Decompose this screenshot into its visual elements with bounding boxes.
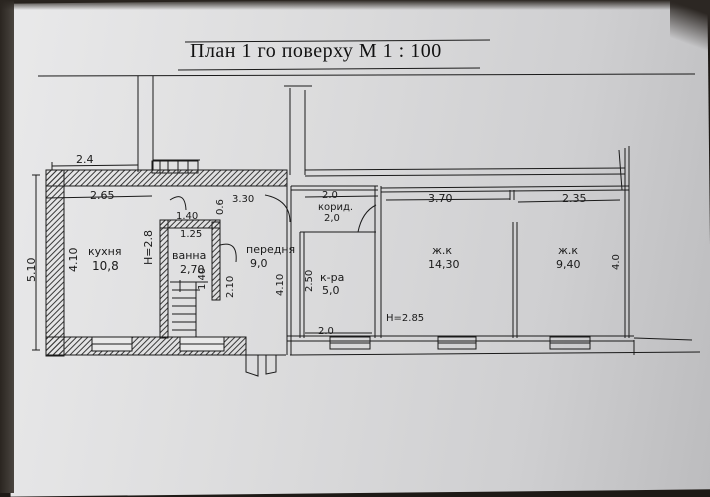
dim-2-10: 2.10 [225, 275, 236, 298]
room-kitchen-area: 10,8 [92, 259, 119, 273]
dim-1-40-v: 1.40 [197, 267, 208, 290]
room-bath-area: 2,70 [180, 263, 205, 276]
dim-5-10: 5.10 [25, 257, 38, 283]
room-living1-area: 14,30 [428, 258, 460, 271]
room-kitchen-name: кухня [88, 245, 122, 258]
dim-2-35: 2.35 [562, 192, 587, 205]
room-bath-name: ванна [172, 249, 207, 262]
dim-0-6: 0.6 [215, 199, 226, 215]
dim-h-2-8: H=2.8 [142, 230, 155, 265]
room-hall-area: 9,0 [250, 257, 268, 270]
dim-2-50: 2.50 [304, 269, 315, 292]
room-hall-name: передня [246, 243, 296, 256]
dim-2-0-bot: 2.0 [318, 326, 334, 337]
dim-2-4: 2.4 [76, 153, 94, 166]
plan-title: План 1 го поверху М 1 : 100 [190, 40, 442, 62]
room-living2-area: 9,40 [556, 258, 581, 271]
paper-shadow-top [0, 0, 710, 10]
room-living2-name: ж.к [558, 244, 579, 257]
dim-3-30: 3.30 [232, 194, 255, 205]
room-living1-name: ж.к [432, 244, 453, 257]
dim-2-0-top: 2.0 [322, 190, 338, 201]
room-corridor-name: корид. [318, 202, 354, 213]
room-kl-name: к-ра [320, 271, 345, 284]
dim-1-25: 1.25 [180, 229, 203, 240]
dim-4-10-mid: 4.10 [275, 273, 286, 296]
dim-4-0: 4.0 [611, 254, 622, 270]
dim-1-40: 1.40 [176, 211, 199, 222]
dim-h-2-85: H=2.85 [386, 313, 425, 324]
paper-shadow-left [0, 0, 14, 493]
room-corridor-area: 2,0 [324, 213, 340, 224]
dim-3-70: 3.70 [428, 192, 453, 205]
dim-2-65: 2.65 [90, 189, 115, 202]
room-kl-area: 5,0 [322, 284, 340, 297]
paper-corner-shadow [670, 0, 710, 60]
dim-4-10-left: 4.10 [67, 247, 80, 273]
